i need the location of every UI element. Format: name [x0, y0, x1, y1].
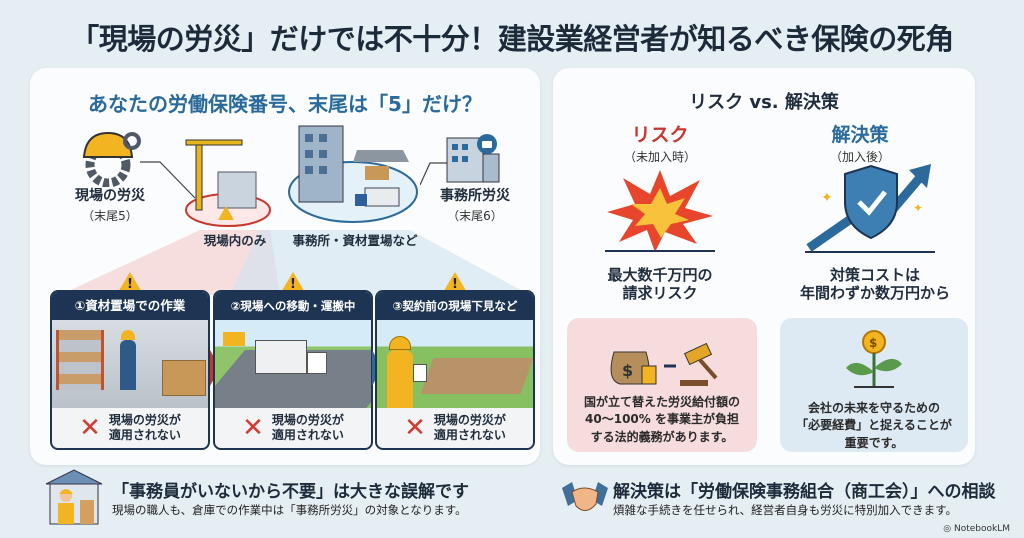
site-inspection-illustration — [377, 320, 533, 408]
explosion-icon — [605, 170, 715, 252]
misconception-title: 「事務員がいないから不要」は大きな誤解です — [112, 482, 469, 502]
watermark-text: NotebookLM — [953, 524, 1010, 534]
solution-detail-line: 会社の未来を守るための — [807, 401, 940, 415]
solution-subtitle: （加入後） — [829, 150, 890, 164]
x-icon: ✕ — [79, 413, 101, 443]
site-scope-label: 現場内のみ — [203, 233, 267, 248]
helmet-gear-icon — [82, 131, 141, 187]
warehouse-worker-icon — [45, 469, 103, 525]
warning-icon: ! — [117, 272, 143, 294]
risk-solution-heading: リスク vs. 解決策 — [689, 92, 839, 113]
case-status-line: 適用されない — [433, 428, 506, 442]
solution-detail-line: 重要です。 — [844, 435, 904, 450]
solution-advice-title: 解決策は「労働保険事務組合（商工会）」への相談 — [613, 482, 996, 502]
svg-text:✦: ✦ — [913, 201, 923, 215]
risk-detail-box: $ 国が立て替えた労災給付額の 40〜100% を事業主が負担する法的義務がありま… — [567, 318, 757, 452]
construction-site-icon — [185, 139, 271, 227]
solution-detail-line: 「必要経費」と捉えることが — [796, 418, 952, 433]
case-title: ①資材置場での作業 — [52, 292, 208, 320]
x-icon: ✕ — [242, 413, 264, 443]
connector-line — [140, 161, 196, 199]
x-icon: ✕ — [404, 413, 426, 443]
connector-line — [420, 162, 448, 186]
uncovered-case-card: ③契約前の現場下見など ✕ 現場の労災が適用されない — [375, 290, 535, 450]
risk-title: リスク — [631, 124, 689, 146]
solution-cost-line: 対策コストは — [829, 266, 920, 284]
money-gavel-icon: $ — [610, 342, 718, 386]
risk-subtitle: （未加入時） — [623, 150, 696, 164]
office-insurance-suffix: （末尾6） — [447, 209, 503, 223]
solution-advice-text: 煩雑な手続きを任せられ、経営者自身も労災に特別加入できます。 — [613, 503, 957, 517]
warning-icon: ! — [280, 272, 306, 294]
case-title: ②現場への移動・運搬中 — [215, 292, 371, 320]
case-status-line: 適用されない — [108, 428, 181, 442]
money-plant-icon: $ — [846, 330, 902, 388]
risk-detail-line: 40〜100% を事業主が負担 — [585, 412, 739, 427]
site-insurance-suffix: （末尾5） — [82, 209, 138, 223]
coverage-heading: あなたの労働保険番号、末尾は「5」だけ？ — [88, 92, 482, 116]
warehouse-work-illustration — [52, 320, 208, 408]
solution-title: 解決策 — [831, 124, 889, 146]
case-status-line: 適用されない — [271, 428, 344, 442]
office-scope-label: 事務所・資材置場など — [292, 233, 418, 248]
handshake-icon — [562, 482, 608, 511]
page-title: 「現場の労災」だけでは不十分！建設業経営者が知るべき保険の死角 — [70, 22, 954, 56]
solution-cost: 対策コストは年間わずか数万円から — [780, 266, 970, 302]
warning-icon: ! — [442, 272, 468, 294]
shield-growth-icon: ✦✦ — [805, 164, 935, 253]
site-insurance-label: 現場の労災 — [75, 188, 145, 204]
office-building-icon — [446, 134, 500, 183]
office-warehouse-icon — [288, 125, 418, 223]
svg-text:$: $ — [869, 336, 877, 350]
watermark: ◎ NotebookLM — [943, 524, 1010, 534]
case-status-line: 現場の労災が — [433, 413, 506, 427]
uncovered-case-card: ①資材置場での作業 ✕ 現場の労災が適用されない — [50, 290, 210, 450]
svg-text:$: $ — [622, 361, 633, 380]
svg-text:✦: ✦ — [821, 190, 833, 206]
office-insurance-label: 事務所労災 — [440, 188, 510, 204]
risk-detail-line: 国が立て替えた労災給付額の — [583, 395, 740, 409]
transport-illustration — [215, 320, 371, 408]
solution-detail-box: $ 会社の未来を守るための「必要経費」と捉えることが重要です。 — [780, 318, 968, 452]
risk-amount: 最大数千万円の請求リスク — [590, 266, 730, 302]
solution-cost-line: 年間わずか数万円から — [799, 284, 950, 302]
misconception-text: 現場の職人も、倉庫での作業中は「事務所労災」の対象となります。 — [112, 503, 467, 517]
case-status-line: 現場の労災が — [108, 413, 181, 427]
case-title: ③契約前の現場下見など — [377, 292, 533, 320]
uncovered-case-card: ②現場への移動・運搬中 ✕ 現場の労災が適用されない — [213, 290, 373, 450]
case-status-line: 現場の労災が — [271, 413, 344, 427]
risk-amount-line: 請求リスク — [622, 284, 698, 302]
risk-amount-line: 最大数千万円の — [607, 266, 713, 284]
risk-detail-line: する法的義務があります。 — [590, 429, 734, 444]
